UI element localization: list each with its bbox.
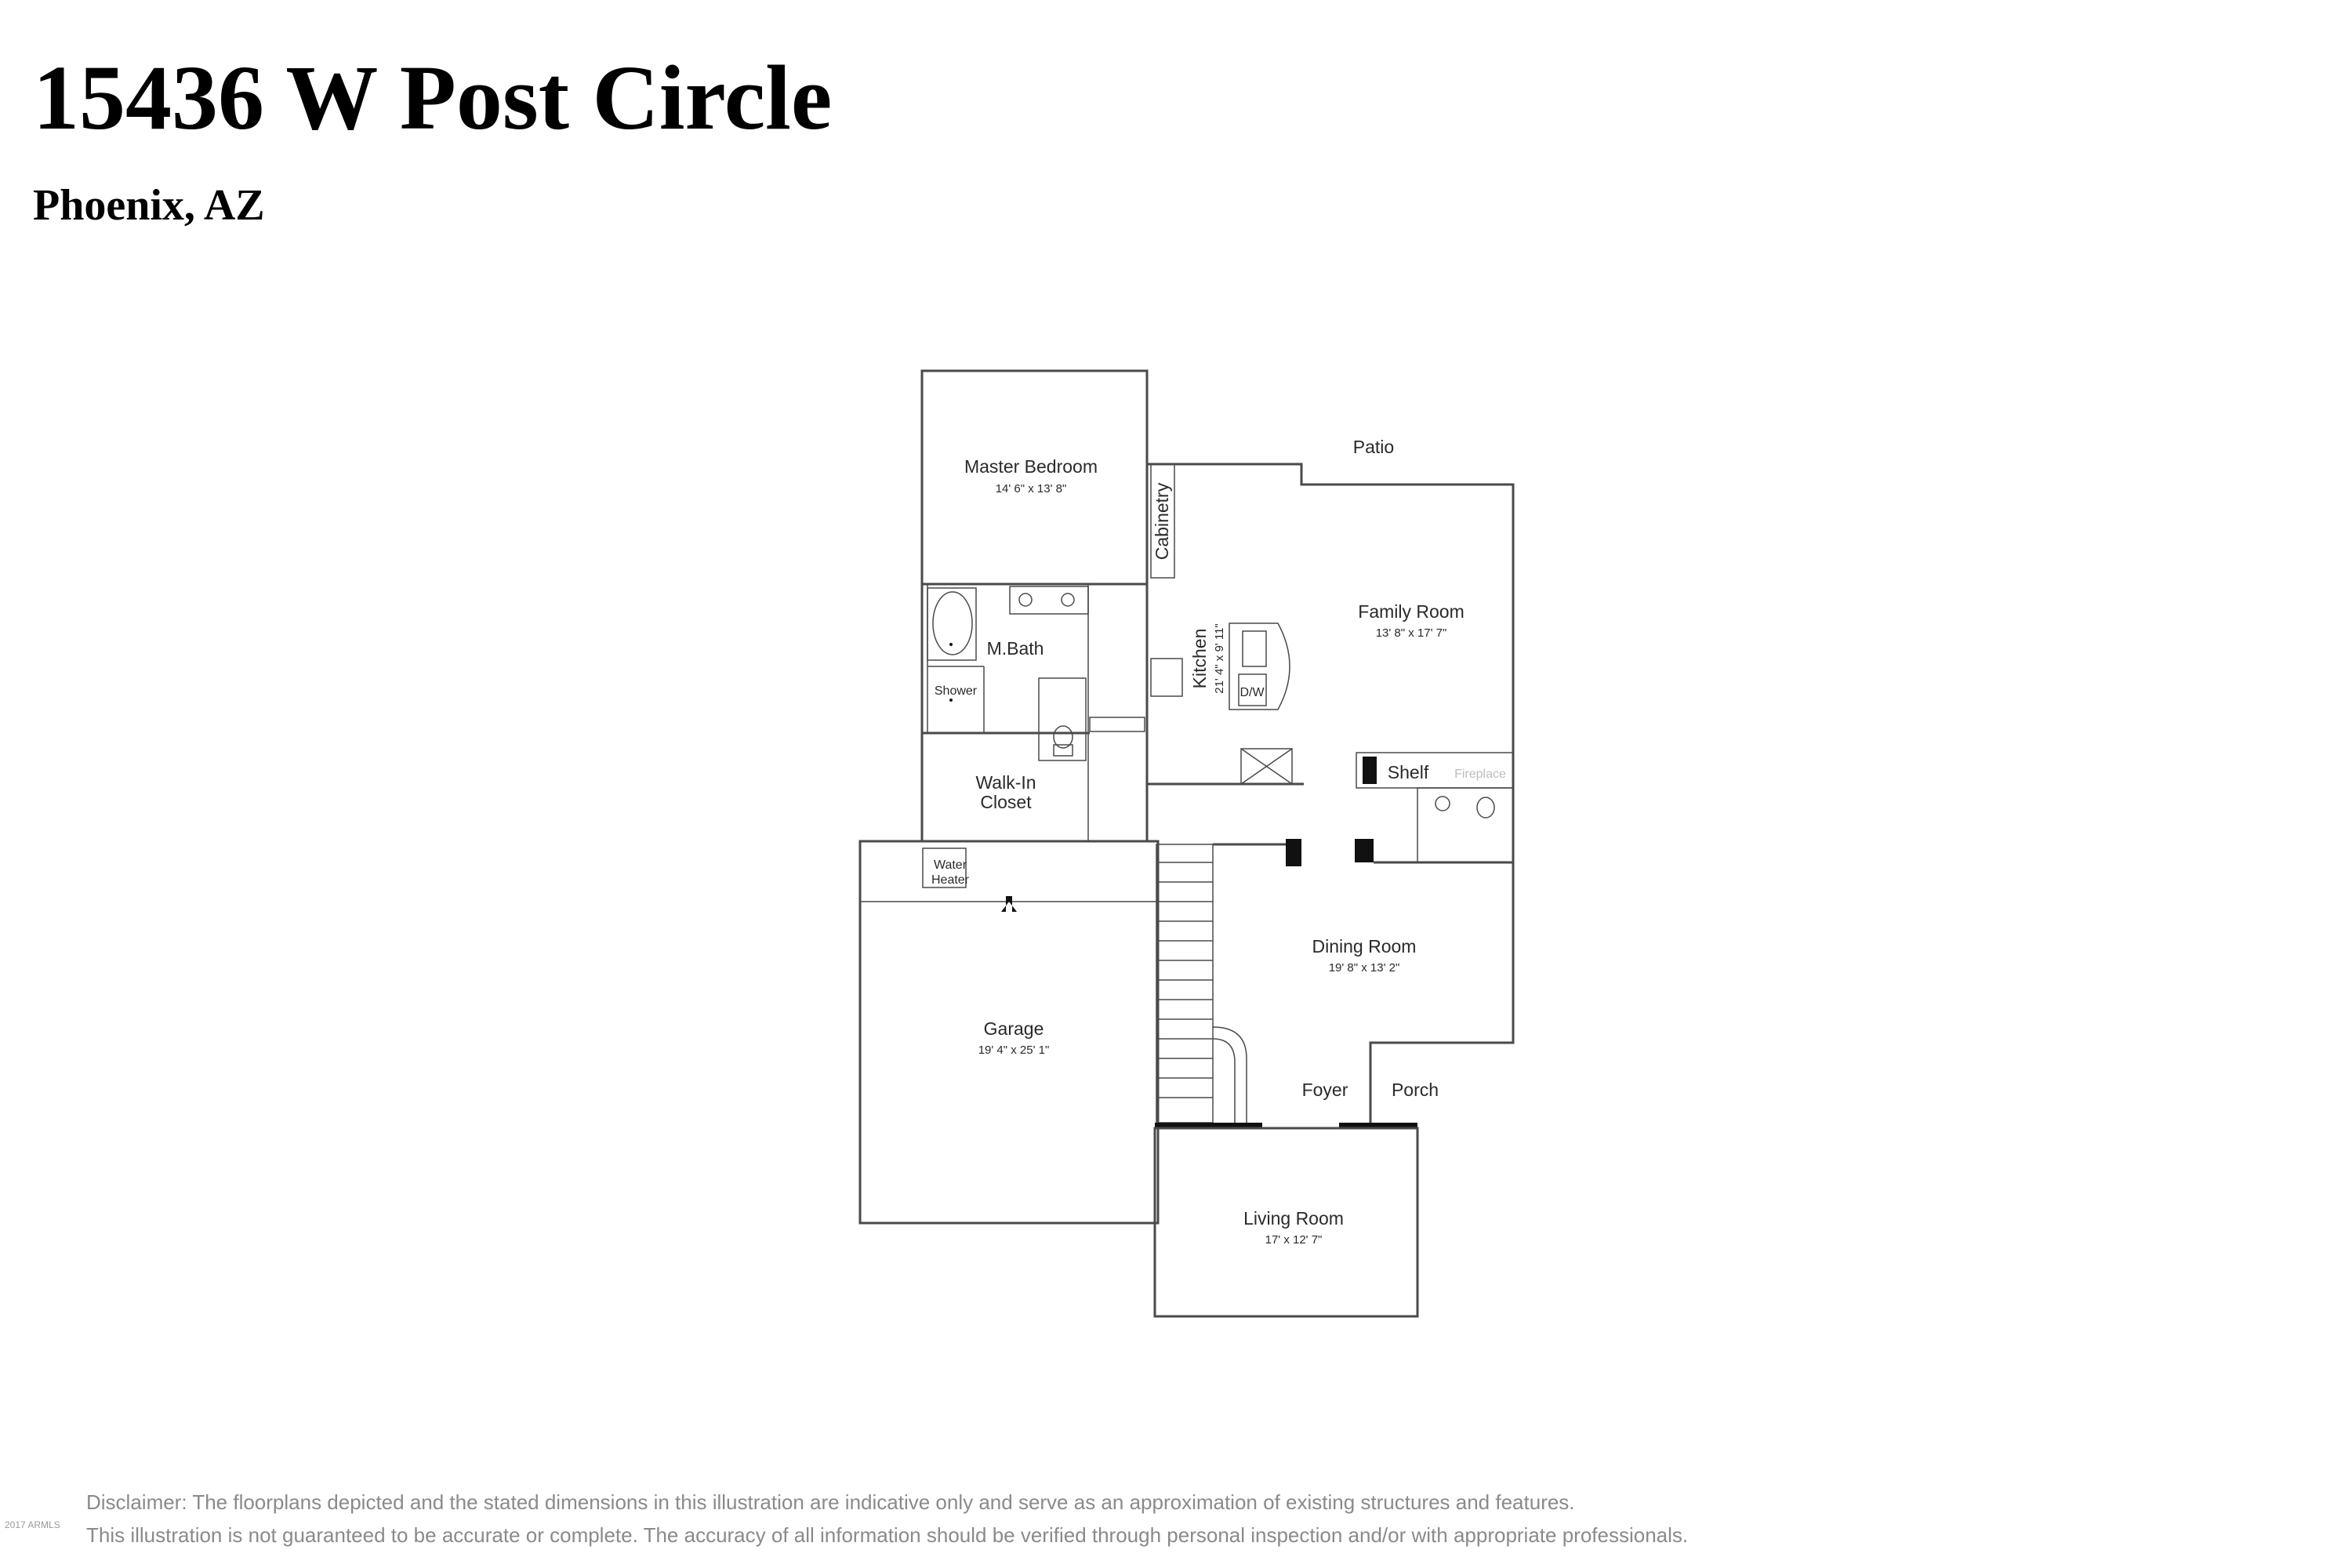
master-wing-walls <box>920 369 1149 843</box>
family-room-label: Family Room <box>1358 601 1464 622</box>
staircase <box>1156 844 1247 1123</box>
property-address: 15436 W Post Circle <box>33 46 833 149</box>
kitchen-label: Kitchen <box>1189 629 1210 689</box>
property-city: Phoenix, AZ <box>33 181 265 230</box>
kitchen-family-walls <box>1145 463 1515 866</box>
garage-label: Garage <box>984 1018 1044 1039</box>
powder-bath <box>1417 787 1514 863</box>
shower-label: Shower <box>935 684 978 698</box>
living-room-dims: 17' x 12' 7" <box>1265 1233 1323 1247</box>
garage-walls <box>858 840 1160 1225</box>
master-bath-label: M.Bath <box>987 638 1044 659</box>
patio-label: Patio <box>1353 437 1394 457</box>
master-bath-fixtures <box>927 587 1075 757</box>
disclaimer-line-2: This illustration is not guaranteed to b… <box>86 1523 1689 1547</box>
kitchen-dims: 21' 4" x 9' 11" <box>1213 623 1226 694</box>
garage-dims: 19' 4" x 25' 1" <box>978 1044 1050 1057</box>
shelf-label: Shelf <box>1388 762 1429 782</box>
family-room-dims: 13' 8" x 17' 7" <box>1376 626 1447 640</box>
master-bedroom-label: Master Bedroom <box>964 456 1098 477</box>
water-heater-label-1: Water <box>934 858 967 872</box>
living-room-label: Living Room <box>1243 1208 1344 1229</box>
dishwasher-label: D/W <box>1240 686 1265 699</box>
foyer-label: Foyer <box>1302 1080 1348 1100</box>
dining-room-dims: 19' 8" x 13' 2" <box>1329 961 1400 975</box>
copyright-notice: 2017 ARMLS <box>5 1519 60 1530</box>
cabinetry-label: Cabinetry <box>1152 482 1172 560</box>
disclaimer: Disclaimer: The floorplans depicted and … <box>86 1486 1688 1552</box>
disclaimer-line-1: Disclaimer: The floorplans depicted and … <box>86 1490 1575 1514</box>
master-bedroom-dims: 14' 6" x 13' 8" <box>996 482 1067 495</box>
walk-in-closet-label-1: Walk-In <box>975 772 1036 793</box>
porch-label: Porch <box>1392 1080 1439 1100</box>
dining-room-label: Dining Room <box>1312 936 1417 956</box>
water-heater-label-2: Heater <box>931 873 970 887</box>
fireplace-label: Fireplace <box>1454 768 1506 781</box>
living-room-walls <box>1153 1127 1419 1318</box>
walk-in-closet-label-2: Closet <box>980 792 1032 812</box>
dining-foyer-walls <box>1155 843 1515 1128</box>
